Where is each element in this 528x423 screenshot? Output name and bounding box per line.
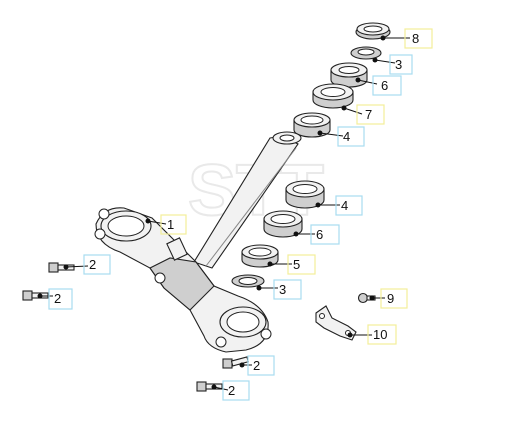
callout-5: 5 [287,254,316,275]
callout-10: 10 [367,324,397,345]
callout-3-top-label: 3 [395,57,402,72]
callout-4-top: 4 [337,126,365,147]
callout-8: 8 [404,28,433,49]
callout-1-label: 1 [167,217,174,232]
part-2-bolt-d [196,381,223,392]
callout-2-c-label: 2 [253,358,260,373]
callout-2-d: 2 [222,380,250,401]
callout-labels: 8 3 6 7 4 1 4 6 [48,28,433,401]
callout-6-mid: 6 [310,224,340,245]
callout-3-top: 3 [389,54,413,75]
callout-2-c: 2 [247,355,275,376]
part-4-bearing-mid [285,180,325,209]
callout-2-b-label: 2 [54,291,61,306]
part-3-washer-top [350,46,382,60]
callout-6-top: 6 [372,75,402,96]
callout-5-label: 5 [293,257,300,272]
leader-lines [37,35,410,391]
callout-4-top-label: 4 [343,129,350,144]
callout-6-mid-label: 6 [316,227,323,242]
callout-9-label: 9 [387,291,394,306]
callout-3-lower: 3 [273,279,302,300]
callout-7-label: 7 [365,107,372,122]
callout-4-mid-label: 4 [341,198,348,213]
part-8-lock-nut [355,22,391,40]
part-2-bolt-c [222,356,249,369]
callout-10-label: 10 [373,327,387,342]
callout-2-b: 2 [48,288,73,310]
part-7-bearing-race [312,83,354,109]
callout-3-lower-label: 3 [279,282,286,297]
callout-8-label: 8 [412,31,419,46]
steering-stem-tube [193,131,302,269]
part-2-bolt-a [48,262,75,273]
callout-1: 1 [160,214,187,235]
callout-7: 7 [356,104,385,125]
part-4-bearing-top [293,112,331,138]
callout-2-a-label: 2 [89,257,96,272]
part-6-race-mid [263,210,303,238]
part-3-washer-lower [231,274,265,288]
callout-2-a: 2 [83,254,111,275]
callout-6-top-label: 6 [381,78,388,93]
callout-9: 9 [380,288,408,309]
part-1-lower-triple-clamp [94,207,272,353]
part-6-dust-seal-top [330,62,368,88]
callout-2-d-label: 2 [228,383,235,398]
callout-4-mid: 4 [335,195,363,216]
